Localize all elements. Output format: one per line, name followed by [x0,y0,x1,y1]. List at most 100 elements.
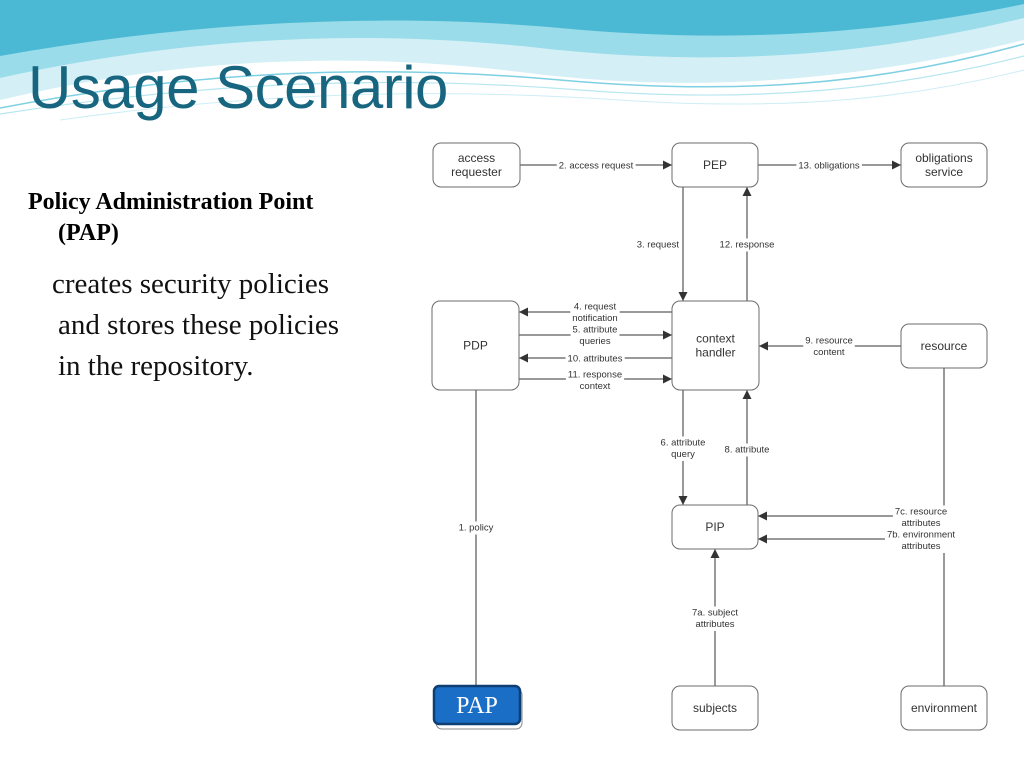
edge-label-bg-resource-content [803,334,855,359]
edge-label-bg-resource-attributes [892,505,950,530]
edge-label-attributes-0: 10. attributes [568,354,623,365]
pap-description-line-3: in the repository. [58,350,254,382]
edge-label-resource-attributes-1: attributes [901,518,940,529]
node-pap-box [432,684,522,726]
node-pip-label-0: PIP [705,520,724,534]
edge-label-response-0: 12. response [720,240,775,251]
node-access-requester-box [432,142,521,188]
edge-label-attribute-query-0: 6. attribute [661,438,706,449]
edge-label-subject-attributes-0: 7a. subject [692,608,738,619]
edge-label-response: 12. response [717,238,777,252]
edge-label-subject-attributes-1: attributes [695,619,734,630]
edge-label-bg-policy [456,521,496,535]
edge-label-access-request-0: 2. access request [559,161,634,172]
edge-label-environment-attributes-1: attributes [901,541,940,552]
node-access-requester-label-1: requester [451,165,502,179]
node-pdp: PDP [431,300,520,391]
node-environment: environment [900,685,988,731]
edge-label-request: 3. request [634,238,682,252]
edge-label-bg-attribute [722,443,772,457]
edge-label-attribute: 8. attribute [722,443,772,457]
node-pep-label-0: PEP [703,158,727,172]
edge-label-resource-content-0: 9. resource [805,336,853,347]
pap-heading: Policy Administration Point (PAP) [28,187,423,249]
node-pip-box [671,504,759,550]
wave-line-2 [0,55,1024,115]
edge-label-attributes: 10. attributes [565,352,625,366]
edge-label-resource-attributes-0: 7c. resource [895,507,947,518]
wave-band-dark [0,0,1024,56]
node-pip: PIP [671,504,759,550]
edge-label-bg-attributes [565,352,625,366]
edge-label-bg-subject-attributes [690,606,741,631]
edge-label-attribute-query-1: query [671,449,695,460]
edge-resource-attributes [758,368,945,521]
edge-label-request-notification-0: 4. request [574,302,617,313]
edge-label-response-context-1: context [580,381,611,392]
edge-labels-layer: 2. access request 13. obligations 3. reque… [456,159,958,631]
node-pep-box [671,142,759,188]
node-context-handler-label-1: handler [695,346,735,360]
wave-line-3 [59,69,1024,121]
edge-label-resource-content-1: content [813,347,845,358]
node-subjects: subjects [671,685,759,731]
pap-description-line-1: creates security policies [52,268,329,300]
edge-label-attribute-0: 8. attribute [725,445,770,456]
pap-description: creates security policies and stores the… [52,264,422,387]
node-obligations-service-label-0: obligations [915,151,972,165]
pap-heading-line-1: Policy Administration Point [28,189,314,215]
edge-label-obligations: 13. obligations [796,159,862,173]
header-wave-decoration [0,0,1024,121]
edge-label-request-0: 3. request [637,240,680,251]
node-context-handler-box [671,300,760,391]
node-obligations-service-label-1: service [925,165,963,179]
edge-label-response-context-0: 11. response [568,370,622,381]
edge-label-bg-request-notification [570,300,620,325]
edge-environment-attributes [758,534,945,686]
edge-label-bg-attribute-query [658,436,708,461]
node-access-requester-label-0: access [458,151,495,165]
edge-label-attribute-queries-1: queries [579,336,610,347]
edge-label-bg-environment-attributes [884,528,958,553]
edge-label-bg-request [634,238,682,252]
wave-line-1 [0,43,1024,109]
node-obligations-service-box [900,142,988,188]
node-subjects-label-0: subjects [693,701,737,715]
pap-heading-line-2: (PAP) [58,220,119,246]
edge-label-access-request: 2. access request [556,159,636,173]
node-resource-label-0: resource [921,339,968,353]
edge-label-attribute-queries-0: 5. attribute [573,325,618,336]
edge-label-bg-attribute-queries [570,323,620,348]
edge-label-environment-attributes-0: 7b. environment [887,530,955,541]
node-subjects-box [671,685,759,731]
slide-title: Usage Scenario [28,54,448,121]
edge-label-policy-0: 1. policy [459,523,494,534]
node-context-handler-label-0: context [696,332,735,346]
node-pap-label-0: PAP [456,693,498,719]
node-resource-box [900,323,988,369]
node-environment-box [900,685,988,731]
edge-label-bg-response-context [565,368,625,393]
node-pdp-label-0: PDP [463,339,488,353]
node-pep: PEP [671,142,759,188]
edge-label-policy: 1. policy [456,521,496,535]
node-pap: PAP [432,684,523,730]
edge-label-bg-obligations [796,159,862,173]
edge-label-bg-access-request [556,159,636,173]
edge-label-bg-response [717,238,777,252]
pap-description-line-2: and stores these policies [58,309,340,341]
